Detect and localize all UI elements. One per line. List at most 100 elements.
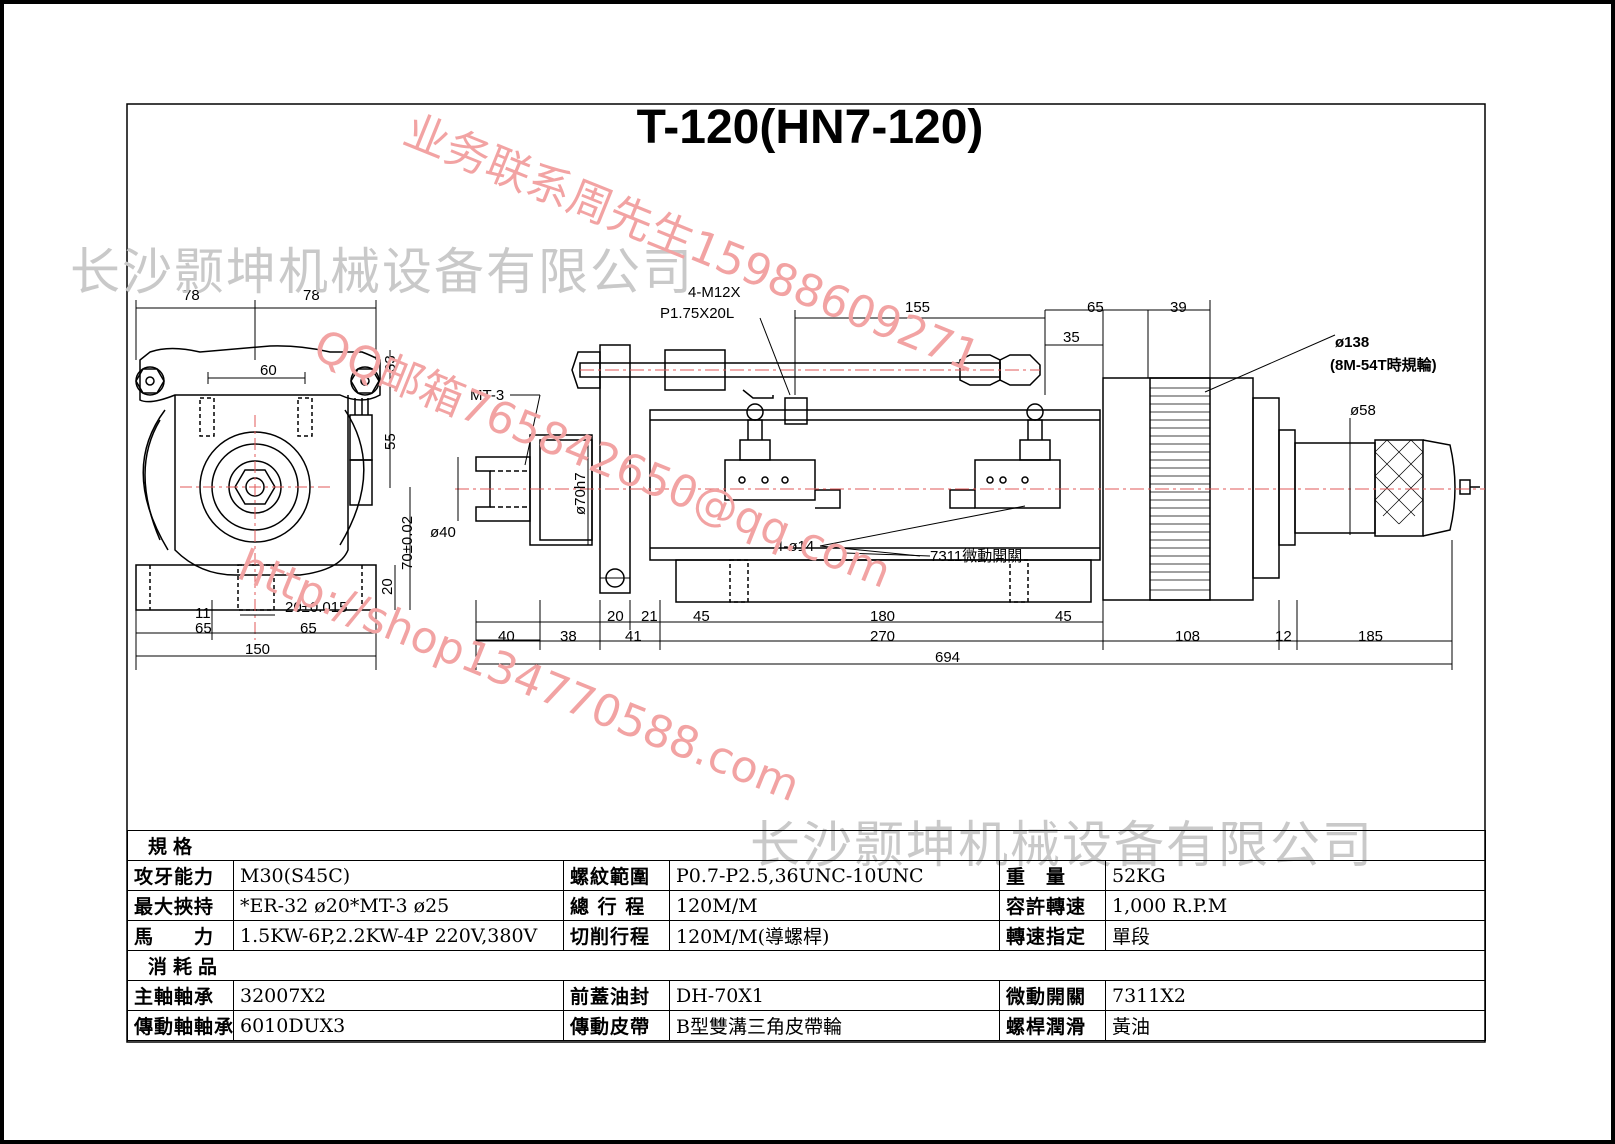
spec-value: 黃油	[1104, 1010, 1487, 1041]
main-body	[649, 409, 1101, 561]
dim-33: 33	[382, 355, 399, 372]
dim-78a: 78	[183, 287, 200, 304]
dim-60: 60	[260, 362, 277, 379]
spec-label: 前蓋油封	[563, 980, 670, 1011]
side-top-bracket	[139, 345, 381, 403]
side-view-dims	[135, 300, 411, 670]
dim-180: 180	[870, 608, 895, 625]
table-row: 最大挾持 *ER-32 ø20*MT-3 ø25 總 行 程 120M/M 容許…	[127, 890, 1487, 921]
dim-108: 108	[1175, 628, 1200, 645]
dim-20h: 20±0.015	[285, 599, 347, 616]
dim-45b: 45	[1055, 608, 1072, 625]
label-holes: 4-ø14	[775, 538, 814, 555]
spec-label: 傳動軸軸承	[127, 1010, 234, 1041]
spec-value: *ER-32 ø20*MT-3 ø25	[233, 890, 564, 921]
dim-39: 39	[1170, 299, 1187, 316]
spec-value: 52KG	[1104, 860, 1487, 891]
spec-value: 32007X2	[233, 980, 564, 1011]
spec-label: 容許轉速	[999, 890, 1106, 921]
spec-label: 最大挾持	[127, 890, 234, 921]
spec-value: 1,000 R.P.M	[1104, 890, 1487, 921]
table-row: 傳動軸軸承 6010DUX3 傳動皮帶 B型雙溝三角皮帶輪 螺桿潤滑 黃油	[127, 1010, 1487, 1041]
spec-label: 主軸軸承	[127, 980, 234, 1011]
dim-45a: 45	[693, 608, 710, 625]
dim-38: 38	[560, 628, 577, 645]
dim-70: 70±0.02	[399, 516, 416, 570]
spec-value: 單段	[1104, 920, 1487, 951]
dim-11: 11	[195, 605, 211, 622]
label-mt3: MT-3	[470, 387, 504, 404]
hex-bolt-right	[350, 366, 380, 396]
spec-label: 切削行程	[563, 920, 670, 951]
inner-frame	[126, 103, 1486, 1043]
spec-value: DH-70X1	[669, 980, 1000, 1011]
spec-label: 轉速指定	[999, 920, 1106, 951]
dim-65a: 65	[195, 620, 212, 637]
side-view-dim-text: 78 78 60 33 55 70±0.02 20 11 20±0.015 65…	[183, 287, 416, 658]
label-switch: 7311微動開關	[930, 548, 1022, 565]
drawing-title: T-120(HN7-120)	[636, 101, 984, 154]
spec-value: 1.5KW-6P,2.2KW-4P 220V,380V	[233, 920, 564, 951]
spec-label: 馬 力	[127, 920, 234, 951]
dim-65b: 65	[300, 620, 317, 637]
table-row: 攻牙能力 M30(S45C) 螺紋範圍 P0.7-P2.5,36UNC-10UN…	[127, 860, 1487, 891]
spec-value: P0.7-P2.5,36UNC-10UNC	[669, 860, 1000, 891]
main-view-dims	[457, 300, 1453, 670]
side-switch	[349, 414, 373, 461]
spec-value: M30(S45C)	[233, 860, 564, 891]
spec-value: 6010DUX3	[233, 1010, 564, 1041]
table-row: 主軸軸承 32007X2 前蓋油封 DH-70X1 微動開關 7311X2	[127, 980, 1487, 1011]
label-m12-line2: P1.75X20L	[660, 305, 734, 322]
spec-label: 重 量	[999, 860, 1106, 891]
spec-value: B型雙溝三角皮帶輪	[669, 1010, 1000, 1041]
spec-label: 螺紋範圍	[563, 860, 670, 891]
label-m12-line1: 4-M12X	[688, 284, 741, 301]
spec-label: 螺桿潤滑	[999, 1010, 1106, 1041]
dim-694: 694	[935, 649, 960, 666]
knurled-grip	[1374, 439, 1424, 537]
spec-section-title: 規格	[126, 830, 1487, 861]
spec-label: 攻牙能力	[127, 860, 234, 891]
spec-label: 總 行 程	[563, 890, 670, 921]
leader-lines	[510, 317, 1336, 557]
dim-41: 41	[625, 628, 642, 645]
spec-table: 規格 攻牙能力 M30(S45C) 螺紋範圍 P0.7-P2.5,36UNC-1…	[126, 830, 1487, 1041]
dim-35: 35	[1063, 329, 1080, 346]
dim-150: 150	[245, 641, 270, 658]
motor-tail	[1294, 442, 1376, 534]
dim-20: 20	[607, 608, 624, 625]
micro-switch-2	[974, 459, 1061, 509]
side-housing	[174, 395, 349, 576]
table-row: 馬 力 1.5KW-6P,2.2KW-4P 220V,380V 切削行程 120…	[127, 920, 1487, 951]
spec-section-title: 消耗品	[126, 950, 1487, 981]
spec-section-row: 消耗品	[126, 950, 1487, 981]
dim-155: 155	[905, 299, 930, 316]
label-phi70: ø70h7	[572, 472, 589, 515]
dim-40: 40	[498, 628, 515, 645]
spec-section-row: 規格	[126, 830, 1487, 861]
main-view-text: MT-3 4-M12X P1.75X20L ø138 (8M-54T時規輪) ø…	[430, 284, 1437, 666]
dim-55: 55	[382, 433, 399, 450]
spec-value: 120M/M	[669, 890, 1000, 921]
label-phi138: ø138	[1335, 334, 1369, 351]
spec-label: 微動開關	[999, 980, 1106, 1011]
dim-21: 21	[641, 608, 658, 625]
dim-270: 270	[870, 628, 895, 645]
side-view	[135, 345, 381, 640]
main-view	[455, 344, 1485, 603]
dim-20v: 20	[379, 578, 396, 595]
label-phi40: ø40	[430, 524, 456, 541]
front-bracket	[599, 344, 631, 594]
spec-value: 120M/M(導螺桿)	[669, 920, 1000, 951]
dim-65: 65	[1087, 299, 1104, 316]
dim-78b: 78	[303, 287, 320, 304]
spec-label: 傳動皮帶	[563, 1010, 670, 1041]
dim-12: 12	[1275, 628, 1292, 645]
label-phi58: ø58	[1350, 402, 1376, 419]
base-plate	[675, 559, 1092, 603]
dim-185: 185	[1358, 628, 1383, 645]
spec-value: 7311X2	[1104, 980, 1487, 1011]
